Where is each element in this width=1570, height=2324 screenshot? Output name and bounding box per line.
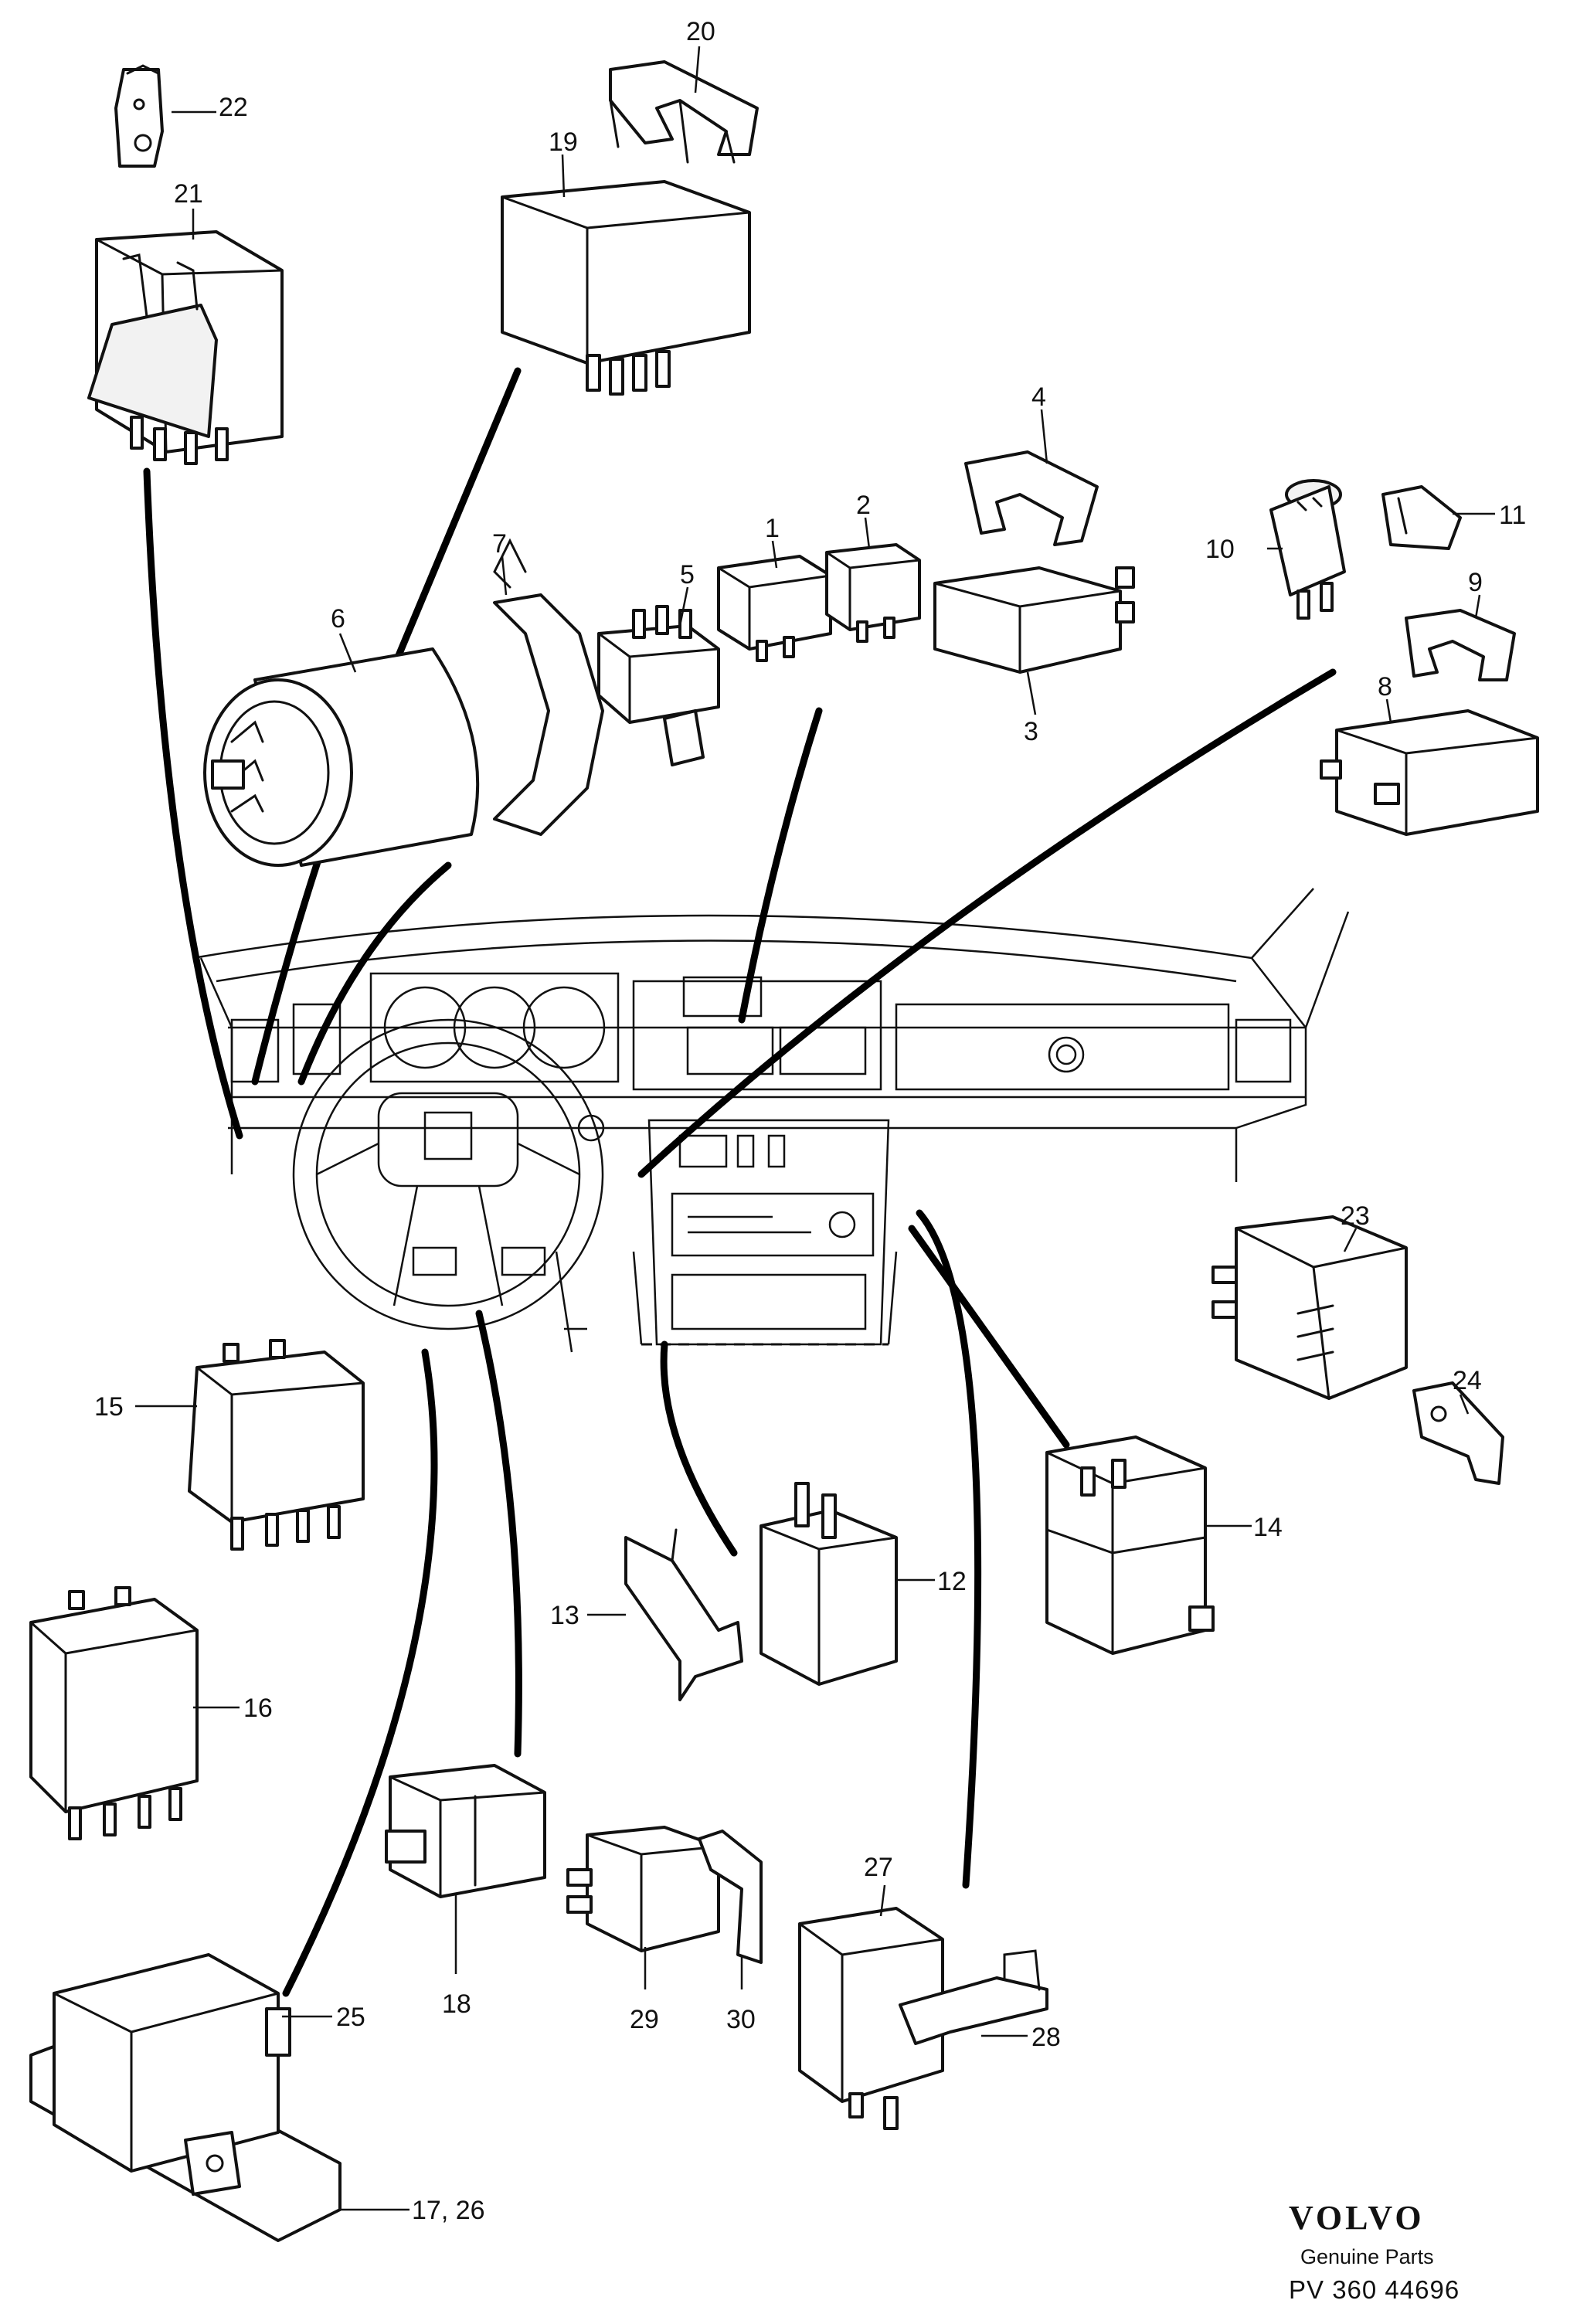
callout-8: 8: [1378, 672, 1392, 702]
callout-30: 30: [726, 2005, 756, 2034]
callout-16: 16: [243, 1694, 273, 1723]
callout-12: 12: [937, 1567, 967, 1596]
callout-21: 21: [174, 179, 203, 209]
callout-3: 3: [1024, 717, 1038, 746]
dashboard-illustration: [192, 888, 1350, 1353]
reference-number: PV 360 44696: [1289, 2275, 1460, 2304]
callout-2: 2: [856, 491, 871, 520]
pointer-15-25: [282, 1348, 438, 1997]
callout-labels: 20 22 19 21 4 1 2 7 5 6 10 11 9 8 3 23 2…: [94, 17, 1526, 2225]
part-9-clip: [1405, 609, 1516, 681]
part-11-clip: [1381, 485, 1462, 550]
part-5-relay: [597, 605, 720, 766]
part-24-bracket: [1412, 1381, 1504, 1485]
part-27-relay: [798, 1907, 944, 2130]
callout-27: 27: [864, 1853, 893, 1882]
callout-13: 13: [550, 1601, 579, 1630]
callout-23: 23: [1341, 1201, 1370, 1231]
leader-lines: [135, 46, 1495, 2211]
pointer-21: [143, 467, 243, 1140]
callout-7: 7: [492, 529, 507, 559]
callout-9: 9: [1468, 568, 1483, 597]
brand-subtitle: Genuine Parts: [1300, 2245, 1434, 2268]
pointer-8: [637, 668, 1337, 1178]
callout-1: 1: [765, 514, 780, 543]
part-12-relay: [760, 1482, 898, 1686]
part-18-relay: [385, 1764, 546, 1898]
brand-block: VOLVO Genuine Parts PV 360 44696: [1289, 2199, 1460, 2304]
callout-28: 28: [1031, 2023, 1061, 2052]
part-23-relay: [1211, 1215, 1408, 1400]
pointer-6: [297, 861, 452, 1086]
part-25-relay: [53, 1953, 291, 2196]
callout-15: 15: [94, 1392, 124, 1422]
part-20-clip: [609, 60, 759, 164]
part-29-relay: [566, 1826, 720, 1952]
callout-25: 25: [336, 2003, 365, 2032]
callout-11: 11: [1499, 501, 1526, 530]
part-21-relay: [87, 230, 284, 465]
part-1-relay: [717, 555, 832, 662]
part-3-relay: [933, 566, 1135, 674]
part-14-relay: [1045, 1436, 1215, 1655]
brand-name: VOLVO: [1289, 2199, 1425, 2237]
part-6-round-relay: [203, 647, 480, 867]
part-30-bracket: [698, 1830, 763, 1964]
callout-4: 4: [1031, 382, 1046, 412]
part-7-clamp: [493, 538, 604, 836]
part-15-relay: [188, 1339, 365, 1551]
pointer-27: [916, 1209, 982, 1889]
callout-5: 5: [680, 560, 695, 589]
callout-17-26: 17, 26: [412, 2196, 485, 2225]
callout-10: 10: [1205, 535, 1235, 564]
callout-14: 14: [1253, 1513, 1283, 1542]
part-16-relay: [29, 1586, 199, 1840]
part-4-clip: [964, 450, 1099, 546]
callout-6: 6: [331, 604, 345, 634]
part-13-bracket: [624, 1528, 743, 1701]
callout-22: 22: [219, 93, 248, 122]
part-28-bracket: [899, 1949, 1048, 2045]
part-2-relay: [825, 543, 921, 643]
pointer-12-13: [660, 1340, 738, 1557]
part-19-relay: [501, 180, 751, 396]
pointer-1-2: [738, 707, 823, 1024]
callout-19: 19: [549, 127, 578, 157]
callout-20: 20: [686, 17, 715, 46]
callout-29: 29: [630, 2005, 659, 2034]
part-8-relay: [1320, 709, 1539, 836]
callout-18: 18: [442, 1989, 471, 2019]
pointer-18: [475, 1310, 522, 1758]
part-10-relay: [1269, 479, 1346, 620]
callout-24: 24: [1453, 1366, 1482, 1395]
part-22-bracket: [114, 64, 164, 168]
pointer-14: [908, 1225, 1070, 1449]
